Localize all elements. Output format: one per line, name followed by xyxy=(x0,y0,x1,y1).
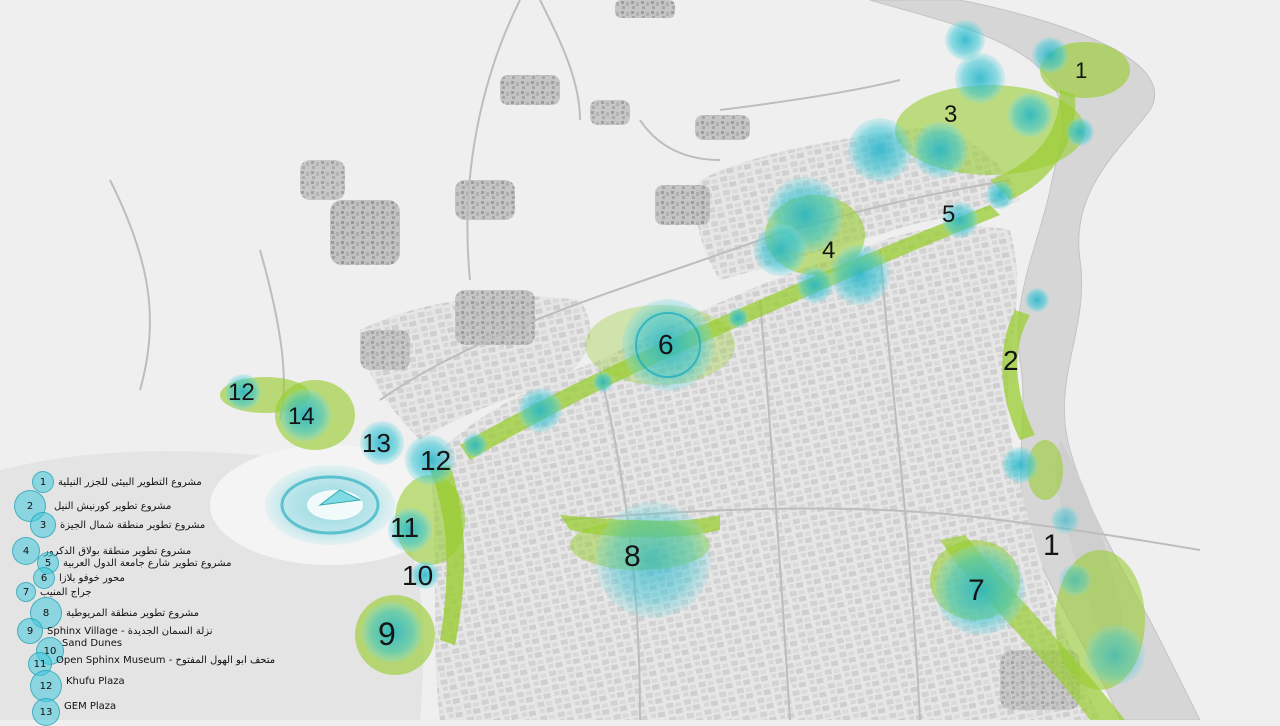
zone-labels: 1 1 2 3 4 5 6 7 8 9 10 11 12 12 13 14 xyxy=(228,58,1087,652)
zone-label-14: 14 xyxy=(288,403,315,430)
building-cluster xyxy=(360,330,410,370)
zone-label-5: 5 xyxy=(942,201,955,228)
node xyxy=(225,374,261,410)
zone-label-7: 7 xyxy=(968,574,985,607)
node xyxy=(754,224,806,276)
building-cluster xyxy=(300,160,345,200)
node xyxy=(1085,625,1145,685)
node xyxy=(955,53,1005,103)
node xyxy=(405,435,455,485)
node xyxy=(912,122,968,178)
node xyxy=(986,181,1014,209)
building-cluster xyxy=(455,180,515,220)
node xyxy=(830,245,890,305)
cyan-nodes xyxy=(225,20,1145,685)
node xyxy=(463,433,487,457)
green-zone-1b-north xyxy=(1027,440,1063,500)
zone-label-4: 4 xyxy=(822,237,835,264)
node xyxy=(360,421,404,465)
urban-fabric xyxy=(430,226,1100,720)
building-cluster xyxy=(330,200,400,265)
zone-label-8: 8 xyxy=(624,540,641,573)
zone-label-6: 6 xyxy=(658,329,674,360)
node xyxy=(1051,506,1079,534)
zone-label-3: 3 xyxy=(944,101,957,128)
node xyxy=(1066,118,1094,146)
building-cluster xyxy=(695,115,750,140)
zone-label-1b: 1 xyxy=(1043,529,1060,562)
node xyxy=(1025,288,1049,312)
zone-label-12b: 12 xyxy=(420,445,451,476)
building-cluster xyxy=(455,290,535,345)
zone-label-1a: 1 xyxy=(1075,58,1087,83)
node xyxy=(1002,447,1038,483)
road-network xyxy=(109,0,1201,720)
node xyxy=(279,389,331,441)
node-8 xyxy=(595,502,711,618)
pyramids-target xyxy=(265,465,395,545)
node xyxy=(1059,564,1091,596)
node xyxy=(1032,37,1068,73)
node xyxy=(388,508,432,552)
zone-label-13: 13 xyxy=(362,428,391,458)
node xyxy=(945,20,985,60)
node-6-ring xyxy=(635,312,701,378)
node xyxy=(848,118,912,182)
zone-label-12a: 12 xyxy=(228,379,255,406)
zone-label-11: 11 xyxy=(390,512,419,543)
zone-label-2: 2 xyxy=(1003,345,1019,376)
node xyxy=(797,267,833,303)
green-corniche-2 xyxy=(1002,310,1035,440)
node xyxy=(593,372,613,392)
building-cluster xyxy=(655,185,710,225)
zone-label-10: 10 xyxy=(402,560,433,591)
node xyxy=(728,308,748,328)
node xyxy=(362,602,422,662)
node xyxy=(411,561,439,589)
node xyxy=(942,202,978,238)
node-7 xyxy=(935,545,1025,635)
building-cluster xyxy=(500,75,560,105)
building-cluster xyxy=(590,100,630,125)
node xyxy=(518,388,562,432)
node xyxy=(1008,93,1052,137)
zone-label-9: 9 xyxy=(378,616,396,652)
building-cluster xyxy=(615,0,675,18)
